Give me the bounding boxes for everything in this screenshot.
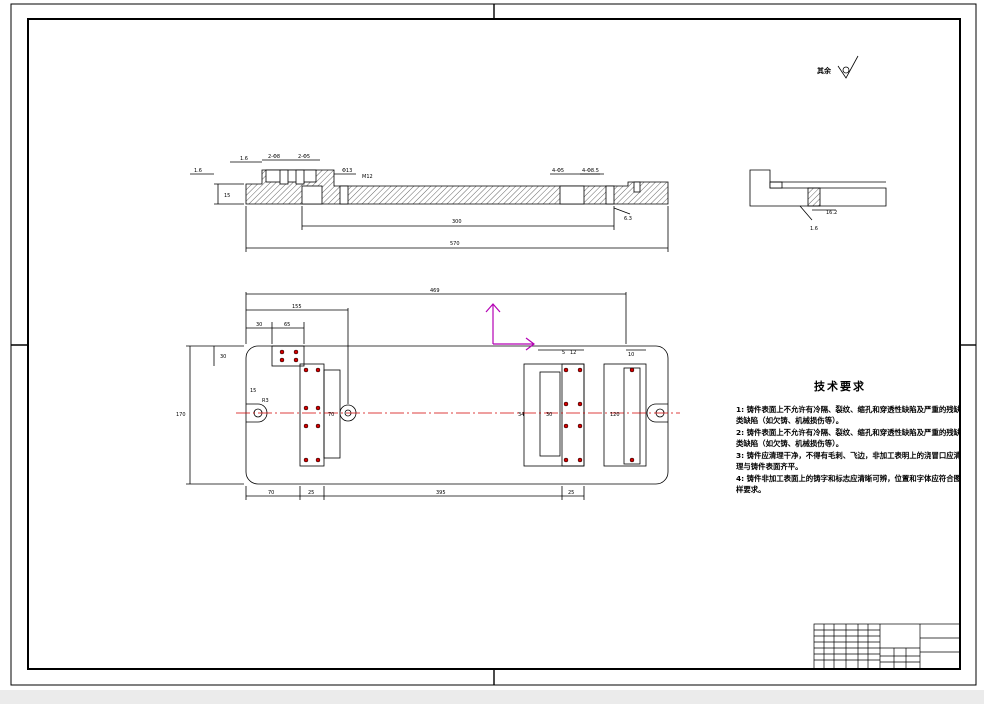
section-view	[190, 159, 669, 252]
technical-requirements: 1: 铸件表面上不允许有冷隔、裂纹、缩孔和穿透性缺陷及严重的残缺类缺陷（如欠铸、…	[736, 404, 962, 496]
dim-small-a: 30	[256, 322, 262, 328]
section-view-texts: 1.6 1.6 6.3 15 2-Φ8 2-Φ5 Φ13 M12 4-Φ5 4-…	[194, 154, 632, 247]
dim-overall-length: 570	[450, 241, 460, 247]
dim-hole-mid: Φ13	[342, 168, 352, 174]
dim-inner-a: 70	[328, 412, 334, 418]
dim-hole-right-a: 4-Φ5	[552, 168, 564, 174]
dim-small-b: 65	[284, 322, 290, 328]
dim-height: 15	[224, 193, 230, 199]
detail-dim: 16.2	[826, 210, 837, 216]
plate-outline	[245, 345, 669, 485]
dim-inner-d: 120	[610, 412, 620, 418]
centering-marks	[11, 4, 976, 685]
bolt-holes	[279, 349, 635, 463]
dim-height-total: 170	[176, 412, 186, 418]
dim-inner-length: 300	[452, 219, 462, 225]
dim-bottom-c: 25	[568, 490, 574, 496]
remaining-surface-label: 其余	[817, 67, 831, 75]
dim-hole-left-b: 2-Φ5	[298, 154, 310, 160]
dim-edge: 30	[220, 354, 226, 360]
detail-view	[749, 169, 887, 221]
requirement-item: 4: 铸件非加工表面上的铸字和标志应清晰可辨，位置和字体应符合图样要求。	[736, 474, 962, 494]
plan-view-texts: 469 155 30 65 30 15 170 R3 5 12 10 70 25…	[176, 288, 634, 496]
roughness-left: 1.6	[194, 168, 202, 174]
dim-notch: R3	[262, 398, 269, 404]
detail-roughness: 1.6	[810, 226, 818, 232]
dim-hole-left-a: 2-Φ8	[268, 154, 280, 160]
dim-bottom-b: 25	[308, 490, 314, 496]
dim-right-small-a: 5	[562, 350, 565, 356]
dim-inner-c: 34	[518, 412, 524, 418]
dim-left-offset: 15	[250, 388, 256, 394]
dim-mid-small: M12	[362, 174, 373, 180]
plan-view	[186, 292, 680, 500]
status-strip	[0, 690, 984, 704]
dim-right-end: 10	[628, 352, 634, 358]
dim-inner-b: 30	[546, 412, 552, 418]
dim-bottom-a: 70	[268, 490, 274, 496]
dim-right-small-b: 12	[570, 350, 576, 356]
roughness-symbol-icon	[837, 55, 859, 79]
technical-requirements-title: 技术要求	[814, 380, 866, 393]
dim-top-span: 469	[430, 288, 440, 294]
dim-bottom-mid: 395	[436, 490, 446, 496]
requirement-item: 1: 铸件表面上不允许有冷隔、裂纹、缩孔和穿透性缺陷及严重的残缺类缺陷（如欠铸、…	[736, 405, 962, 425]
dim-hole-right-b: 4-Φ8.5	[582, 168, 599, 174]
dim-left-span: 155	[292, 304, 302, 310]
roughness-left-top: 1.6	[240, 156, 248, 162]
roughness-right: 6.3	[624, 216, 632, 222]
requirement-item: 3: 铸件应清理干净，不得有毛刺、飞边，非加工表明上的浇冒口应清理与铸件表面齐平…	[736, 451, 962, 471]
ucs-axis-icon	[485, 303, 535, 351]
title-block	[813, 623, 961, 670]
detail-view-texts: 1.6 16.2	[810, 210, 837, 232]
requirement-item: 2: 铸件表面上不允许有冷隔、裂纹、缩孔和穿透性缺陷及严重的残缺类缺陷（如欠铸、…	[736, 428, 962, 448]
